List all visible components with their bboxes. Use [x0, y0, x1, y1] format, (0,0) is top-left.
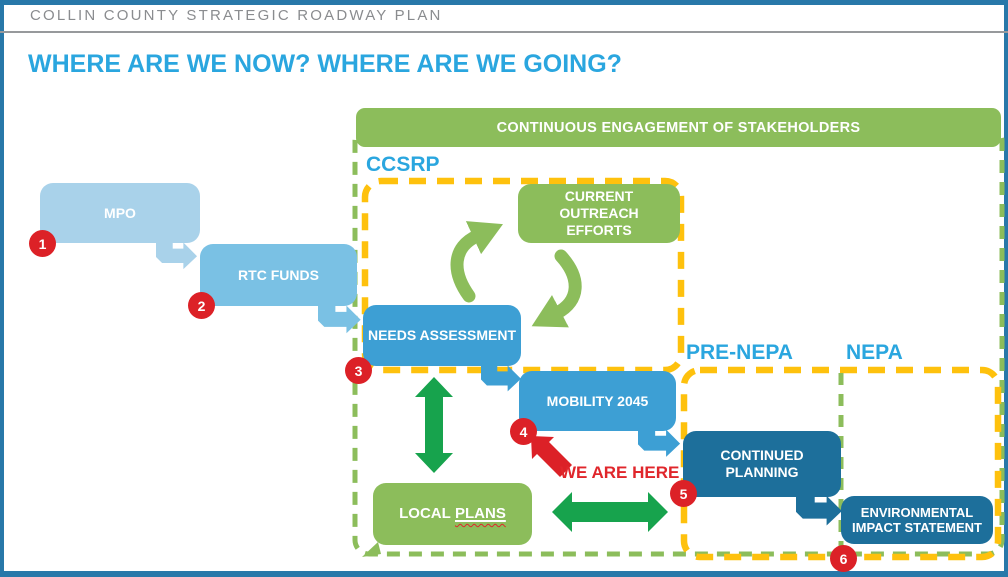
flow-tail-mpo-icon	[156, 241, 198, 270]
slide-border-left	[0, 0, 4, 577]
we-are-here-arrow-icon	[531, 436, 572, 477]
local-plans-tail-icon	[362, 542, 381, 557]
cycle-arrow-down-icon	[531, 249, 582, 328]
cycle-arrow-up-icon	[450, 221, 503, 303]
box-mpo: MPO	[40, 183, 200, 243]
flow-tail-rtc-funds-icon	[318, 304, 361, 334]
box-local-plans-word-plans: PLANS	[455, 505, 506, 522]
flow-tail-continued-planning-icon	[796, 494, 842, 526]
box-mobility-2045: MOBILITY 2045	[519, 371, 676, 431]
box-rtc-funds-label: RTC FUNDS	[238, 266, 319, 283]
box-environmental-impact-statement: ENVIRONMENTAL IMPACT STATEMENT	[841, 496, 993, 544]
spellcheck-squiggle: PLANS	[455, 505, 506, 522]
double-arrow-horizontal-icon	[552, 492, 668, 532]
flow-tail-mobility-2045-icon	[638, 428, 681, 457]
box-continued-planning: CONTINUED PLANNING	[683, 431, 841, 497]
box-mpo-label: MPO	[104, 204, 136, 221]
box-local-plans-word-local: LOCAL	[399, 505, 451, 522]
box-environmental-impact-statement-label: ENVIRONMENTAL IMPACT STATEMENT	[852, 504, 982, 535]
box-needs-assessment-label: NEEDS ASSESSMENT	[367, 327, 517, 344]
slide-border-top	[0, 0, 1008, 5]
region-label-pre-nepa: PRE-NEPA	[686, 341, 793, 364]
stakeholders-banner: CONTINUOUS ENGAGEMENT OF STAKEHOLDERS	[356, 108, 1001, 147]
step-badge-5: 5	[670, 480, 697, 507]
region-label-ccsrp: CCSRP	[366, 153, 440, 176]
double-arrow-vertical-icon	[415, 377, 453, 473]
ccsrp-region-border	[361, 177, 685, 374]
slide-border-right	[1004, 0, 1008, 577]
region-label-nepa: NEPA	[846, 341, 903, 364]
box-rtc-funds: RTC FUNDS	[200, 244, 357, 306]
step-badge-1: 1	[29, 230, 56, 257]
box-mobility-2045-label: MOBILITY 2045	[546, 392, 649, 409]
step-badge-2: 2	[188, 292, 215, 319]
box-continued-planning-label: CONTINUED PLANNING	[720, 447, 804, 480]
document-header-title: COLLIN COUNTY STRATEGIC ROADWAY PLAN	[30, 7, 443, 24]
box-current-outreach-efforts-label: CURRENT OUTREACH EFFORTS	[559, 188, 639, 238]
step-badge-4: 4	[510, 418, 537, 445]
box-current-outreach-efforts: CURRENT OUTREACH EFFORTS	[518, 184, 680, 243]
box-needs-assessment: NEEDS ASSESSMENT	[363, 305, 521, 366]
step-badge-6: 6	[830, 545, 857, 572]
step-badge-3: 3	[345, 357, 372, 384]
header-divider	[0, 31, 1008, 33]
slide-title: WHERE ARE WE NOW? WHERE ARE WE GOING?	[28, 50, 622, 78]
slide-border-bottom	[0, 571, 1008, 577]
we-are-here-label: WE ARE HERE	[560, 463, 680, 482]
